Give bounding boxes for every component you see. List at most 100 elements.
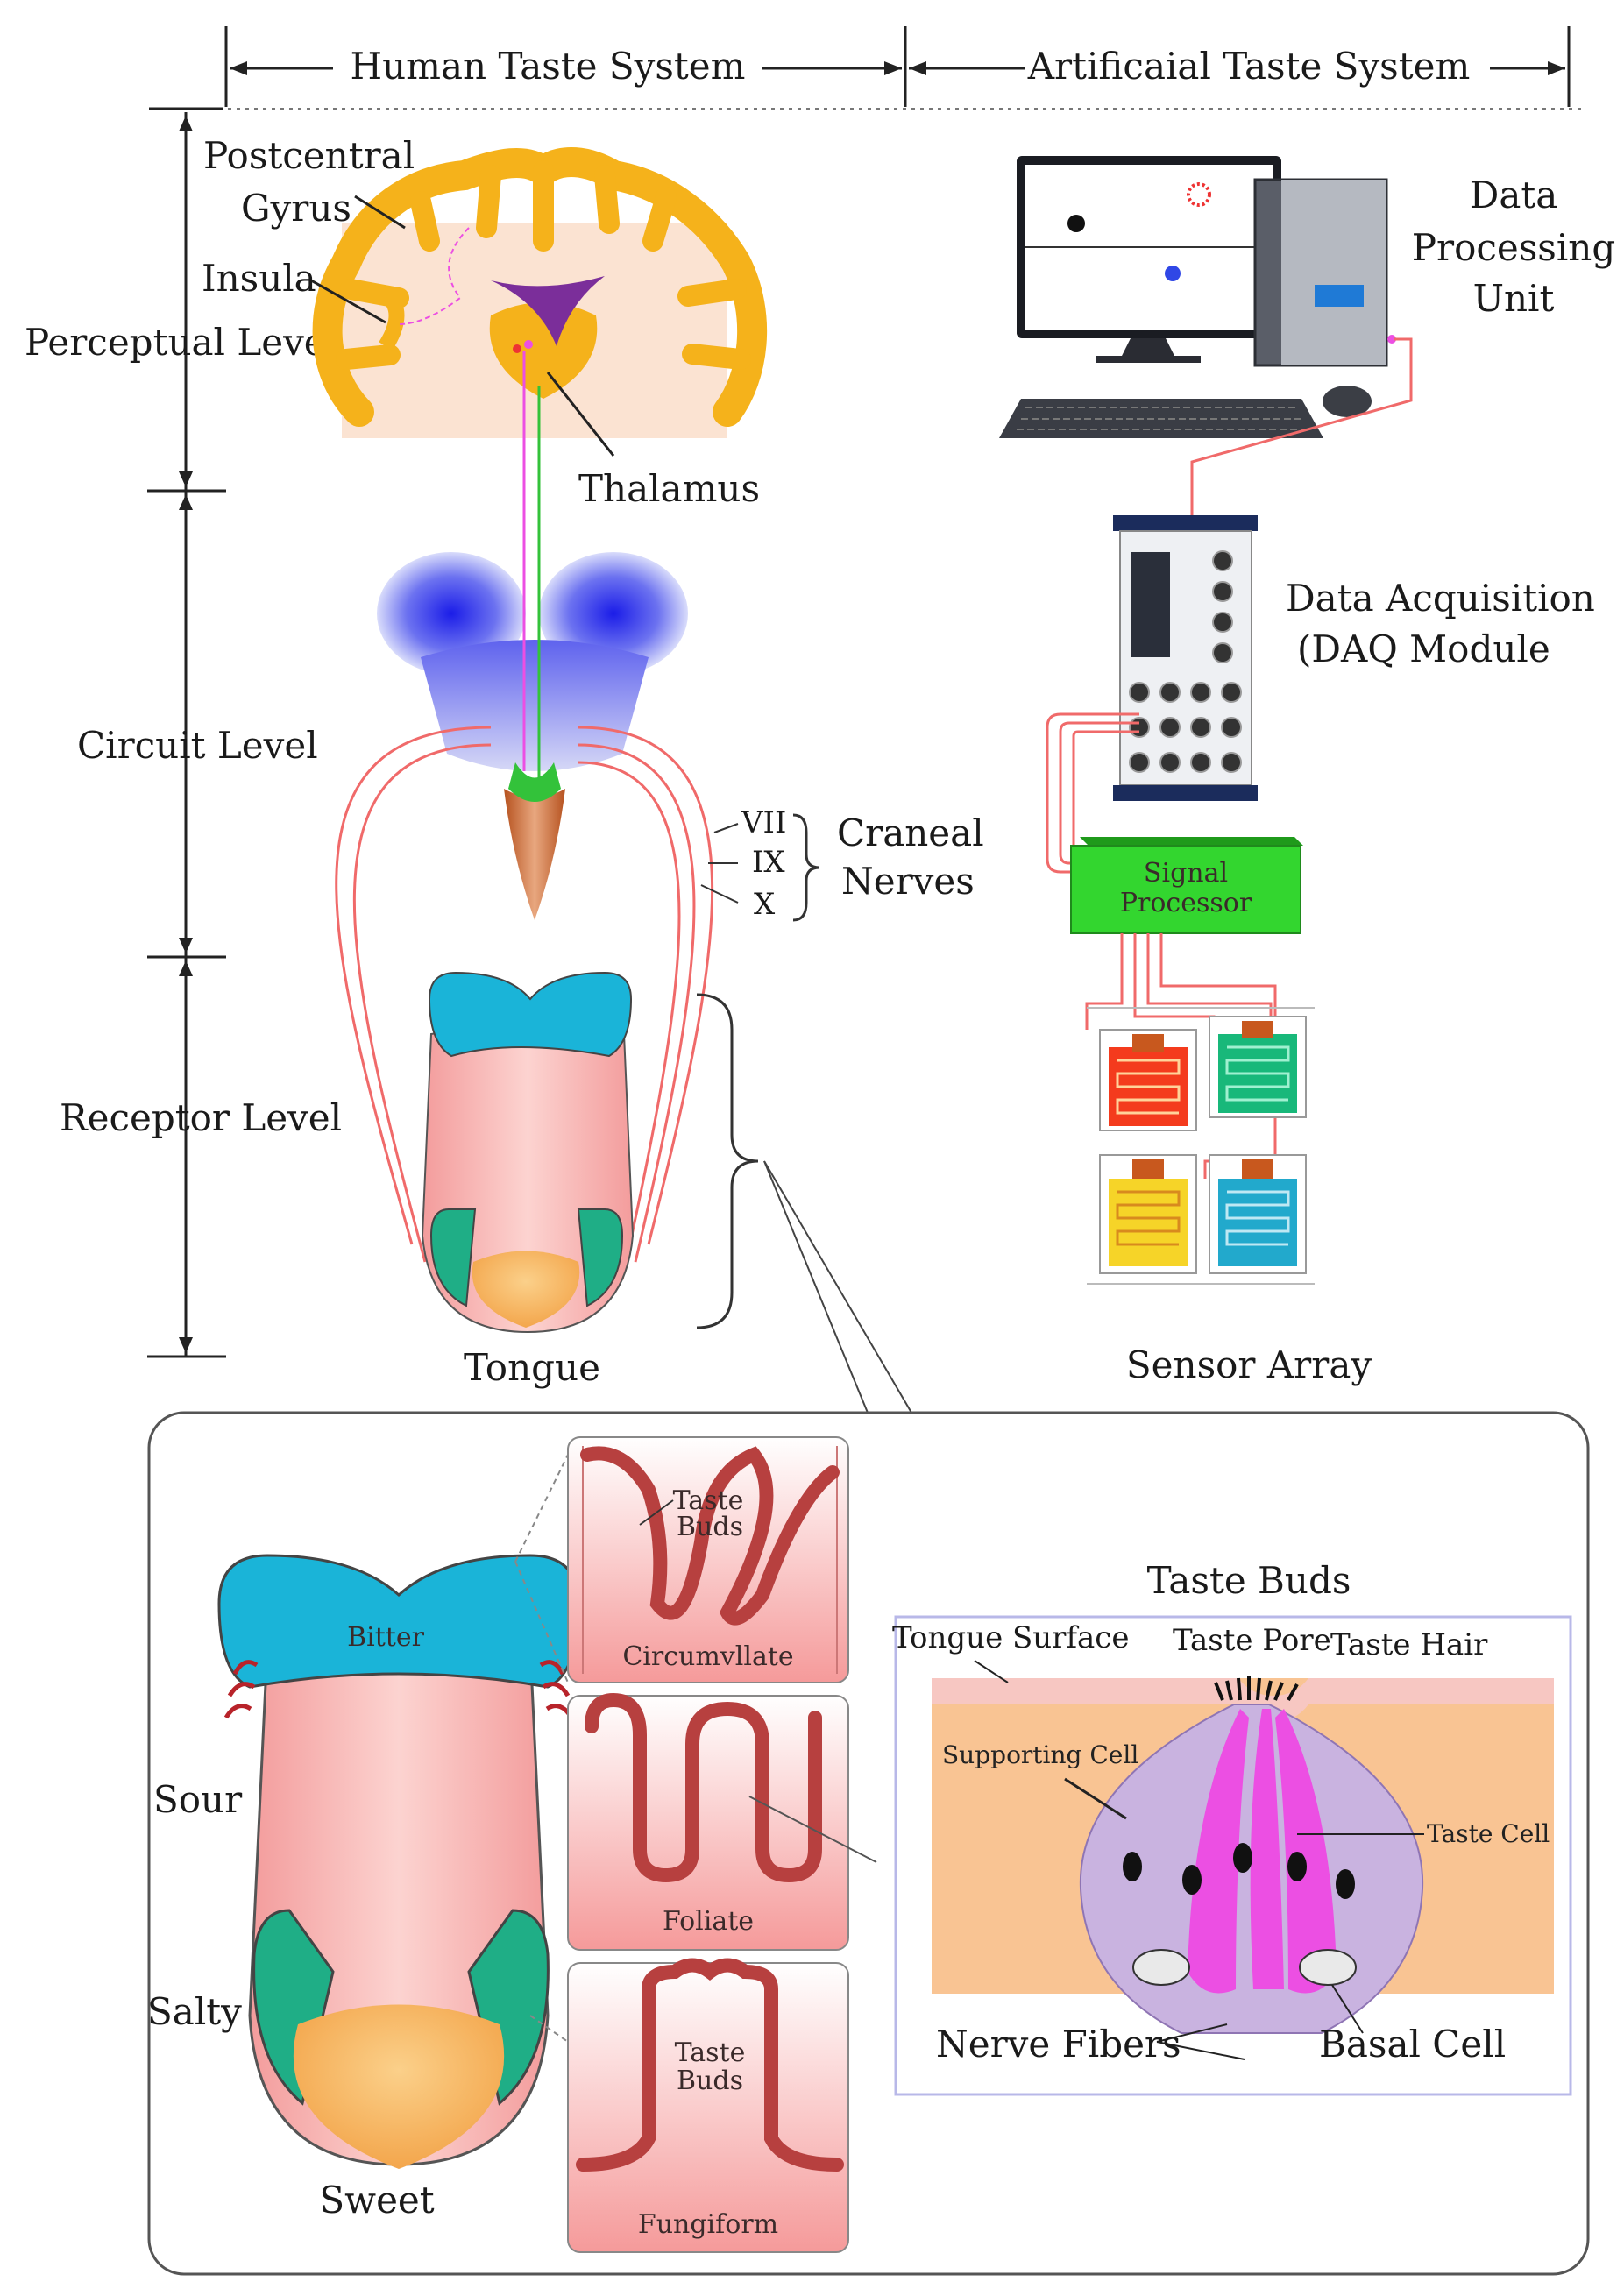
cluster-black xyxy=(1067,215,1085,232)
daq-connector xyxy=(1159,682,1181,703)
bud-nucleus xyxy=(1233,1843,1252,1873)
fungiform-buds: Buds xyxy=(677,2066,743,2096)
label-nerve-fibers: Nerve Fibers xyxy=(936,2023,1181,2066)
fungiform-taste: Taste xyxy=(675,2037,746,2068)
tongue-brace xyxy=(696,993,759,1329)
sensor-green xyxy=(1209,1016,1307,1118)
spinal-cord xyxy=(504,789,565,920)
foliate-label: Foliate xyxy=(663,1906,754,1937)
sp-label-1: Signal xyxy=(1144,858,1228,889)
signal-processor: Signal Processor xyxy=(1070,837,1303,934)
daq-connector xyxy=(1190,682,1211,703)
header-arrowhead-2 xyxy=(884,61,902,75)
zoom-line-left xyxy=(763,1160,869,1414)
label-taste-hair: Taste Hair xyxy=(1330,1627,1488,1662)
tongue-overview: Tongue xyxy=(421,971,912,1414)
header-arrowhead-3 xyxy=(909,61,926,75)
taste-sweet: Sweet xyxy=(319,2179,434,2222)
daq-connector xyxy=(1212,612,1233,633)
papilla-circumvallate: Taste Buds Circumvllate xyxy=(567,1436,849,1683)
daq-connectors xyxy=(1129,550,1242,773)
tower-display xyxy=(1315,285,1364,307)
bud-taste-hairs xyxy=(1214,1676,1299,1701)
pointer-tongue-surface xyxy=(974,1660,1009,1683)
insula-pointer xyxy=(310,279,386,324)
thalamus-label: Thalamus xyxy=(578,467,760,510)
daq-connector xyxy=(1159,717,1181,738)
dpu-label-1: Data xyxy=(1470,174,1558,216)
taste-bud-section: Taste Buds Tongue Surface Taste Pore Tas… xyxy=(892,1559,1572,2096)
header-artificial: Artificaial Taste System xyxy=(1027,45,1471,88)
daq-label-1: Data Acquisition xyxy=(1286,577,1595,620)
daq-connector xyxy=(1190,752,1211,773)
papilla-foliate: Foliate xyxy=(567,1692,877,1951)
tongue-label: Tongue xyxy=(464,1346,600,1389)
daq-label-2: (DAQ Module xyxy=(1297,627,1550,670)
label-basal-cell: Basal Cell xyxy=(1319,2023,1506,2066)
mouse xyxy=(1323,386,1372,417)
tongue-sweet-region xyxy=(472,1251,580,1328)
bud-nucleus xyxy=(1123,1852,1142,1881)
pointer-supporting xyxy=(1064,1777,1127,1820)
sensor-yellow xyxy=(1099,1154,1197,1274)
pointer-nerve-2 xyxy=(1156,2041,1245,2060)
level-receptor: Receptor Level xyxy=(60,1096,342,1139)
ventricle xyxy=(491,276,605,346)
daq-connector xyxy=(1212,642,1233,663)
bud-nucleus xyxy=(1287,1852,1307,1881)
bud-taste-cell-left xyxy=(1188,1709,1249,1994)
sensor-red xyxy=(1099,1029,1197,1131)
nerve-brace xyxy=(792,813,820,922)
nerve-labels: VII IX X Craneal Nerves xyxy=(700,805,984,922)
bud-basal-cell xyxy=(1132,1949,1190,1986)
nerve-vii: VII xyxy=(741,805,786,840)
daq-connector xyxy=(1221,682,1242,703)
sp-body xyxy=(1070,845,1301,934)
bud-nucleus xyxy=(1336,1869,1355,1899)
postcentral-label-2: Gyrus xyxy=(241,187,351,230)
header-arrowhead-1 xyxy=(230,61,247,75)
sensor-array: Sensor Array xyxy=(1087,1007,1372,1386)
sp-top xyxy=(1080,837,1303,846)
dpu-port-dot xyxy=(1387,335,1396,344)
daq-connector xyxy=(1129,717,1150,738)
nerve-ix: IX xyxy=(752,845,785,880)
cluster-red xyxy=(1187,182,1211,207)
zoom-line-right xyxy=(763,1160,912,1414)
nerve-pointer-vii xyxy=(713,823,739,833)
tongue-bitter-region xyxy=(428,971,633,1058)
header-arrowhead-4 xyxy=(1548,61,1565,75)
cranial-nerves xyxy=(335,726,714,1280)
level-perceptual: Perceptual Level xyxy=(25,321,337,364)
pointer-nerve-1 xyxy=(1156,2023,1228,2043)
thalamus-shape xyxy=(489,302,598,399)
pointer-basal xyxy=(1331,1984,1364,2034)
daq-connector xyxy=(1159,752,1181,773)
tongue-detail-sour-marks xyxy=(223,1660,574,1719)
nucleus-green xyxy=(508,762,561,802)
circumvallate-buds: Buds xyxy=(677,1512,743,1542)
taste-bitter: Bitter xyxy=(347,1622,425,1653)
sp-label-2: Processor xyxy=(1120,888,1252,918)
sensor-cyan xyxy=(1209,1154,1307,1274)
monitor-stand xyxy=(1096,338,1201,363)
nerve-loop-right-1 xyxy=(578,726,714,1245)
daq-bottom-bar xyxy=(1113,785,1258,801)
bud-taste-cell-mid xyxy=(1250,1709,1284,1989)
daq-module: Data Acquisition (DAQ Module xyxy=(1113,515,1595,801)
nerve-x: X xyxy=(754,887,776,922)
cluster-blue xyxy=(1165,266,1181,281)
circumvallate-taste: Taste xyxy=(673,1485,744,1516)
daq-connector xyxy=(1129,682,1150,703)
papilla-leader-lines xyxy=(514,1454,569,2043)
craneal-label-2: Nerves xyxy=(841,860,975,903)
tongue-detail: Bitter Sour Salty Sweet xyxy=(147,1554,580,2222)
tongue-detail-sweet xyxy=(293,2004,505,2169)
nerve-loop-left-1 xyxy=(335,726,492,1245)
label-taste-cell: Taste Cell xyxy=(1427,1819,1550,1848)
insula-fold xyxy=(379,287,405,351)
daq-connector xyxy=(1129,752,1150,773)
nerve-loop-right-2 xyxy=(578,743,696,1263)
bud-surface xyxy=(932,1678,1554,1722)
